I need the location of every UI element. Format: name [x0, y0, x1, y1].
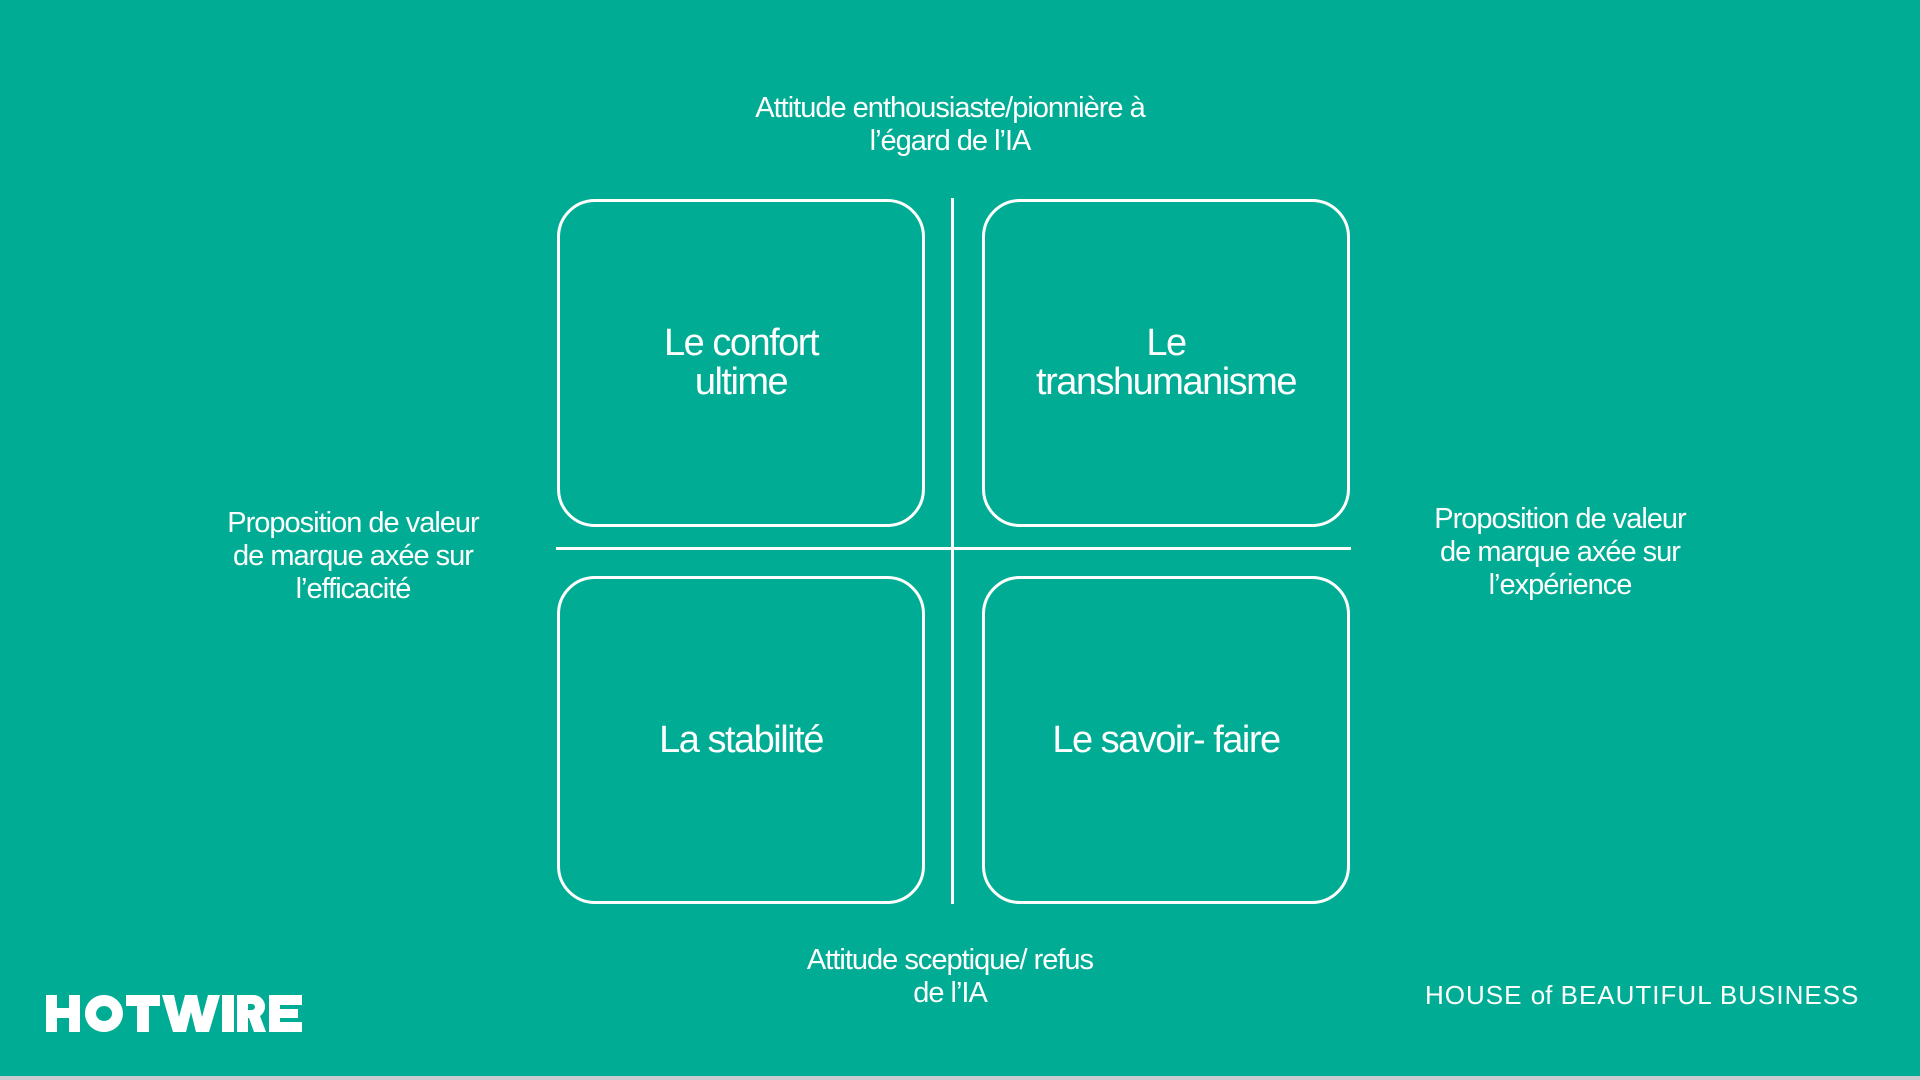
quadrant-top-right-line-1: Le — [1146, 322, 1187, 364]
axis-label-left-line-1: Proposition de valeur — [227, 507, 479, 539]
axis-label-bottom: Attitude sceptique/ refus de l’IA — [660, 944, 1240, 1010]
brand-word-house: HOUSE — [1425, 980, 1523, 1010]
axis-label-left-line-3: l’efficacité — [295, 573, 412, 605]
axis-label-top-line-1: Attitude enthousiaste/pionnière à — [755, 92, 1145, 124]
house-of-beautiful-business-logo: HOUSE of BEAUTIFUL BUSINESS — [1425, 980, 1859, 1010]
quadrant-top-right-title: Le transhumanisme — [1036, 322, 1297, 403]
axis-label-top-line-2: l’égard de l’IA — [869, 125, 1032, 157]
axis-label-right: Proposition de valeur de marque axée sur… — [1400, 503, 1720, 602]
quadrant-bottom-right: Le savoir- faire — [982, 576, 1350, 904]
horizontal-axis-line — [556, 547, 1351, 550]
quadrant-bottom-right-line-1: Le savoir- faire — [1052, 718, 1281, 761]
quadrant-bottom-left-line-1: La stabilité — [659, 718, 824, 761]
quadrant-bottom-right-title: Le savoir- faire — [1052, 718, 1281, 761]
hotwire-logo — [46, 995, 302, 1032]
brand-word-beautiful-business: BEAUTIFUL BUSINESS — [1560, 980, 1860, 1010]
axis-label-left-line-2: de marque axée sur — [233, 540, 474, 572]
axis-label-right-line-2: de marque axée sur — [1440, 536, 1681, 568]
brand-word-of: of — [1530, 980, 1553, 1010]
axis-label-left: Proposition de valeur de marque axée sur… — [193, 507, 513, 606]
quadrant-top-right: Le transhumanisme — [982, 199, 1350, 527]
axis-label-bottom-line-1: Attitude sceptique/ refus — [806, 944, 1094, 976]
quadrant-top-right-line-2: transhumanisme — [1036, 361, 1297, 403]
quadrant-top-left-line-1: Le confort — [664, 322, 820, 364]
vertical-axis-line — [951, 198, 954, 904]
axis-label-right-line-3: l’expérience — [1488, 569, 1633, 601]
quadrant-top-left: Le confort ultime — [557, 199, 925, 527]
axis-label-bottom-line-2: de l’IA — [913, 977, 988, 1009]
quadrant-top-left-title: Le confort ultime — [664, 322, 820, 403]
quadrant-bottom-left: La stabilité — [557, 576, 925, 904]
axis-label-right-line-1: Proposition de valeur — [1434, 503, 1686, 535]
bottom-border — [0, 1076, 1920, 1080]
quadrant-top-left-line-2: ultime — [694, 361, 789, 403]
quadrant-bottom-left-title: La stabilité — [659, 718, 824, 761]
axis-label-top: Attitude enthousiaste/pionnière à l’égar… — [660, 92, 1240, 158]
